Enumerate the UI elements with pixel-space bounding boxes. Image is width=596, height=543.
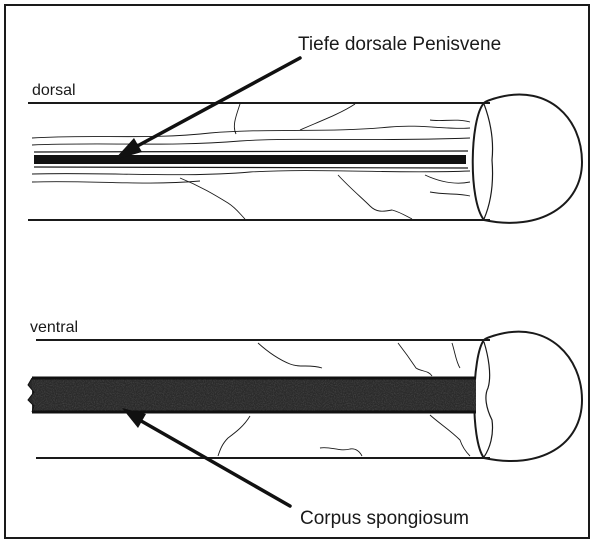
ventral-view [28,332,582,461]
dorsal-view [28,95,582,223]
dorsal-label: dorsal [32,82,76,99]
ventral-corona [484,342,493,457]
corpus-spongiosum [28,378,476,412]
vein-edge-line [34,151,468,152]
arrow-to-deep-dorsal-vein [114,58,300,160]
ventral-label: ventral [30,319,78,336]
vein-edge-line [34,167,468,168]
callout-deep-dorsal-vein: Tiefe dorsale Penisvene [298,34,501,55]
callout-corpus-spongiosum: Corpus spongiosum [300,508,469,529]
deep-dorsal-vein [34,155,466,164]
dorsal-corona [484,104,493,219]
